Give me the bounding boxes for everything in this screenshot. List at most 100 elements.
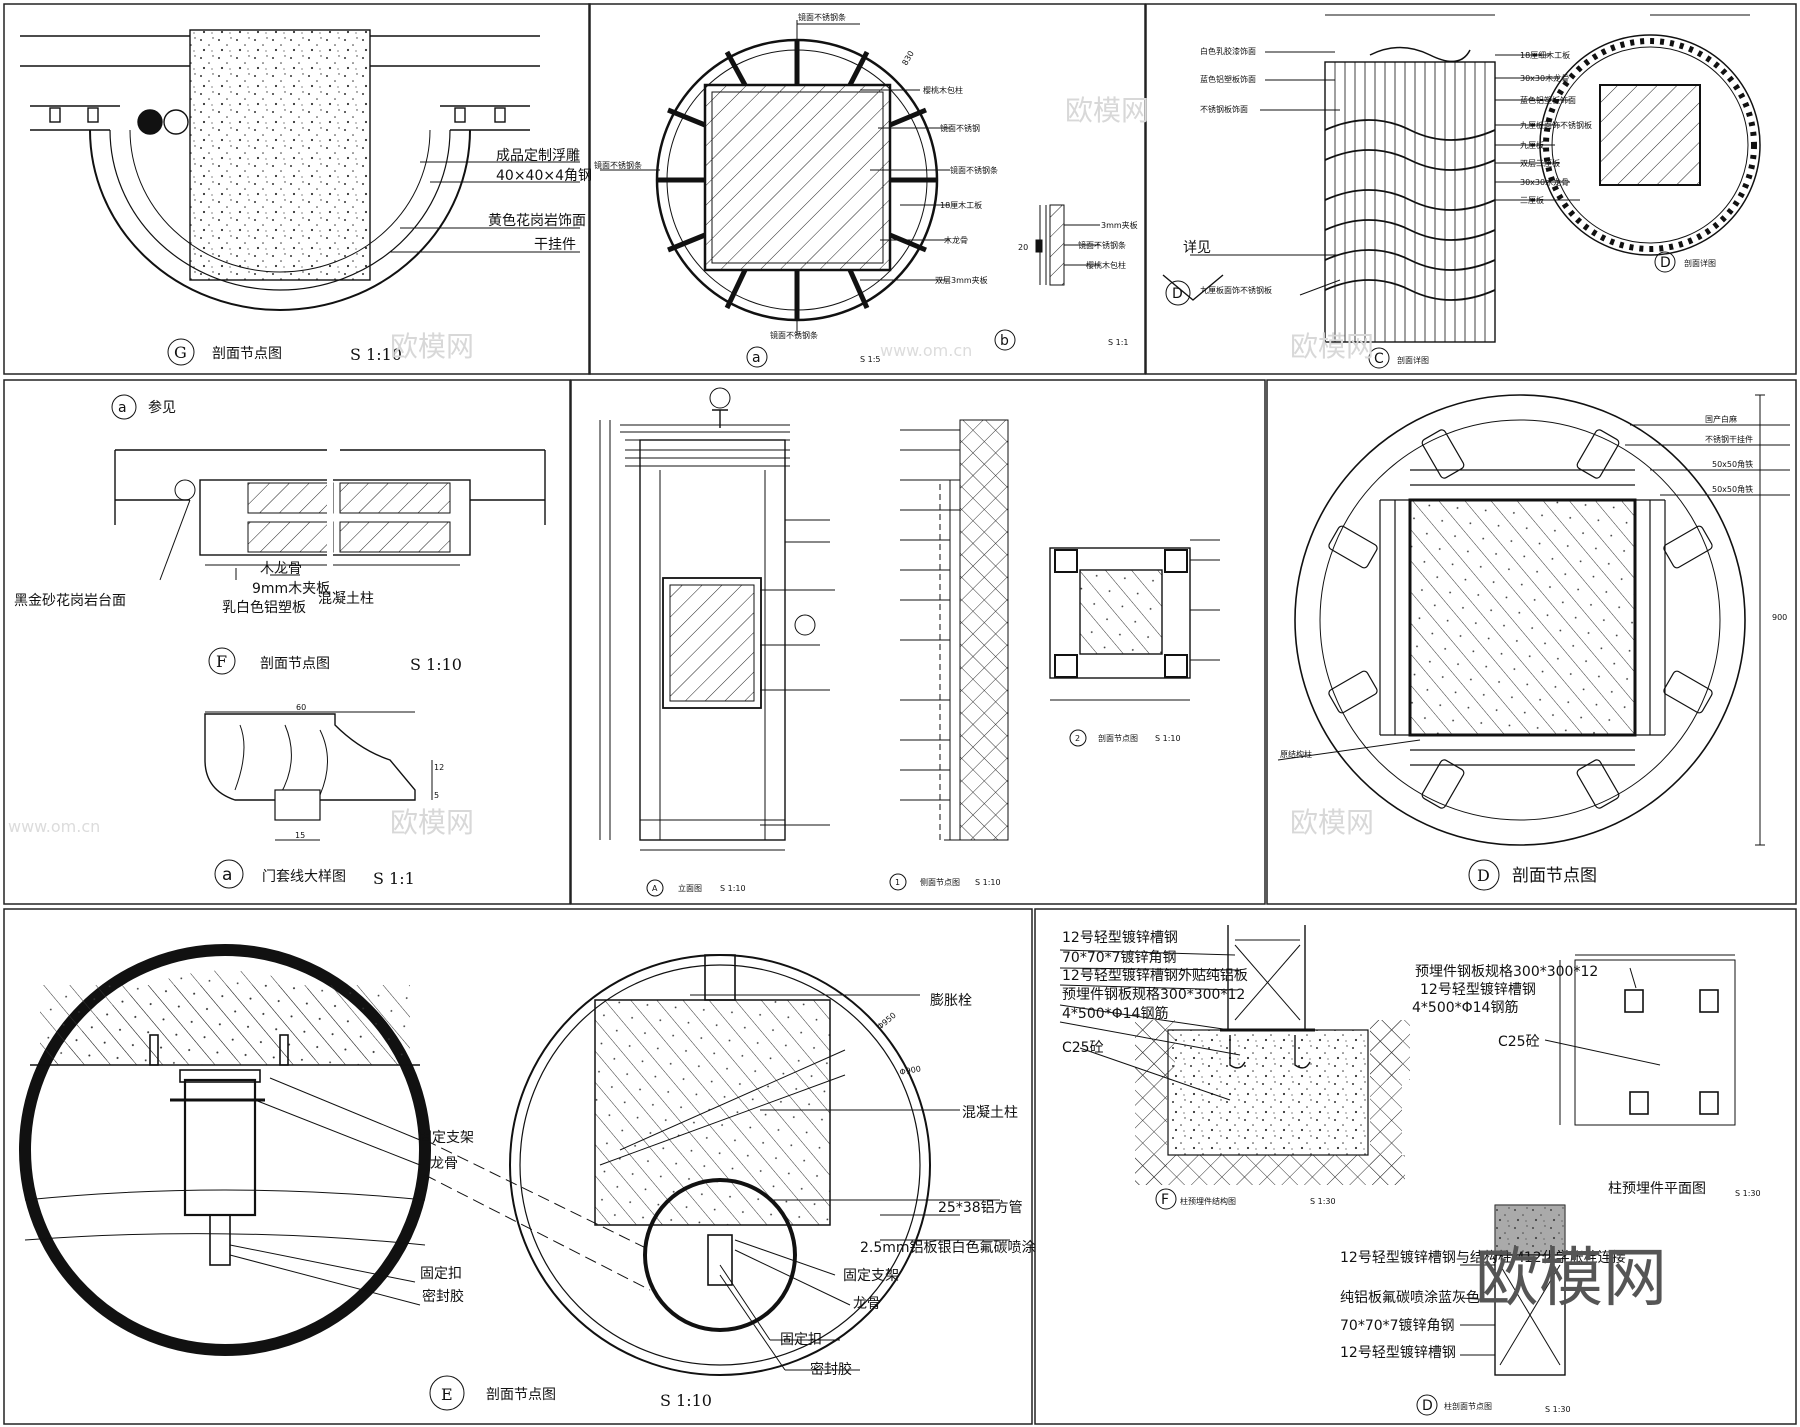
panel-g-drawing	[20, 29, 540, 311]
fa-dim-4: 15	[295, 831, 305, 840]
fb-plan-label-2: 12号轻型镀锌槽钢	[1420, 981, 1536, 998]
f-ref-circle	[111, 394, 137, 420]
c-left-label-3: 不锈钢板饰面	[1200, 104, 1248, 114]
d-small-mark: D	[1660, 255, 1671, 271]
a-center-scale1: S 1:10	[975, 878, 1001, 887]
d-mark: D	[1477, 866, 1490, 885]
c-detail-ref: 详见	[1183, 240, 1211, 256]
e-left-label-4: 密封胶	[422, 1288, 464, 1305]
f-ref-mark: a	[118, 400, 127, 416]
e-left-label-2: 龙骨	[430, 1156, 458, 1172]
fb-label-4: 预埋件钢板规格300*300*12	[1062, 987, 1245, 1003]
a-label-9: 镜面不锈钢条	[770, 330, 818, 340]
f-label-3: 乳白色铝塑板	[222, 599, 306, 616]
fb-mark-circle	[1155, 1188, 1177, 1210]
f-label-2: 9mm木夹板	[252, 581, 330, 597]
c-right-label-3: 蓝色铝塑板饰面	[1520, 95, 1576, 105]
fa-mark: a	[222, 865, 232, 885]
c-detail-marker	[1162, 274, 1224, 301]
a-label-5: 18厘木工板	[940, 200, 982, 210]
e-right-label-5: 固定支架	[843, 1268, 899, 1284]
fb-plan-title: 柱预埋件平面图	[1608, 1181, 1706, 1197]
e-mark: E	[441, 1385, 453, 1404]
e-title: 剖面节点图	[486, 1387, 556, 1403]
c-right-label-2: 30x30木龙骨	[1520, 73, 1569, 83]
e-right-label-7: 固定扣	[780, 1332, 822, 1348]
e-right-label-2: 混凝土柱	[962, 1105, 1018, 1121]
a-center-mark: A	[652, 884, 658, 893]
c-right-label-7: 30x30木龙骨	[1520, 177, 1569, 187]
g-mark: G	[174, 343, 187, 362]
e-left-label-1: 固定支架	[418, 1130, 474, 1146]
a-center-scale: S 1:10	[720, 884, 746, 893]
a-center-title1: 侧面节点图	[920, 877, 960, 887]
panel-a-drawing	[600, 20, 1100, 335]
d-mark-circle	[1468, 859, 1500, 891]
c-right-label-1: 18厘细木工板	[1520, 50, 1570, 60]
fb-d-mark-circle	[1416, 1394, 1438, 1416]
e-left-label-3: 固定扣	[420, 1266, 462, 1282]
b-label-3: 樱桃木包柱	[1086, 260, 1126, 270]
e-scale: S 1:10	[660, 1391, 712, 1410]
panel-e-drawing	[19, 944, 1010, 1376]
a-label-3: 镜面不锈钢	[940, 123, 980, 133]
d-small-mark-circle	[1654, 251, 1676, 273]
panel-a-center-drawing	[599, 387, 1220, 851]
watermark-url-1: www.om.cn	[880, 341, 972, 360]
fb-plan-label-3: 4*500*Φ14钢筋	[1412, 999, 1518, 1016]
fb-scale: S 1:30	[1310, 1197, 1336, 1206]
fb-d-title: 柱剖面节点图	[1444, 1401, 1492, 1411]
e-mark-circle	[429, 1375, 465, 1411]
e-right-label-3: 25*38铝方管	[938, 1200, 1023, 1216]
f-label-5: 黑金砂花岗岩台面	[14, 593, 126, 609]
panel-d-drawing	[1277, 394, 1790, 846]
g-label-3: 黄色花岗岩饰面	[488, 212, 586, 229]
d-label-1: 国产白麻	[1705, 414, 1737, 424]
f-label-1: 木龙骨	[260, 561, 302, 577]
fb-d-label-2: 纯铝板氟碳喷涂蓝灰色	[1340, 1289, 1480, 1306]
c-left-label-4: 九厘板面饰不锈钢板	[1200, 285, 1272, 295]
watermark-1: 欧模网	[390, 330, 474, 363]
watermark-3: 欧模网	[1290, 330, 1374, 363]
c-right-label-5: 九厘板	[1520, 140, 1544, 150]
a-label-1: 镜面不锈钢条	[798, 12, 846, 22]
fb-label-5: 4*500*Φ14钢筋	[1062, 1005, 1168, 1022]
g-label-4: 干挂件	[534, 237, 576, 253]
a-label-7: 双层3mm夹板	[935, 275, 988, 285]
fb-d-label-1: 12号轻型镀锌槽钢与结构柱M12化学胀栓连接	[1340, 1249, 1626, 1266]
a-mark-circle	[746, 346, 768, 368]
b-dim: 20	[1018, 243, 1028, 252]
a-center-mark2-circle	[1069, 729, 1087, 747]
fb-title: 柱预埋件结构图	[1180, 1196, 1236, 1206]
a-center-mark2: 2	[1075, 734, 1080, 743]
panel-fb-drawing	[1059, 925, 1736, 1376]
c-title: 剖面详图	[1397, 355, 1429, 365]
fb-d-scale: S 1:30	[1545, 1405, 1571, 1414]
f-label-4: 混凝土柱	[318, 591, 374, 607]
fa-dim-3: 5	[434, 791, 439, 800]
watermark-4: 欧模网	[390, 806, 474, 839]
fb-d-mark: D	[1422, 1398, 1433, 1414]
panel-c-drawing	[1190, 14, 1761, 343]
b-label-2: 镜面不锈钢条	[1078, 240, 1126, 250]
watermark-url-2: www.om.cn	[8, 817, 100, 836]
fb-label-3: 12号轻型镀锌槽钢外贴纯铝板	[1062, 967, 1248, 984]
fa-mark-circle	[214, 859, 244, 889]
fb-d-label-4: 12号轻型镀锌槽钢	[1340, 1344, 1456, 1361]
g-scale: S 1:10	[350, 345, 402, 364]
d-dim: 900	[1772, 613, 1787, 622]
c-detail-mark: D	[1172, 286, 1183, 302]
a-center-scale2: S 1:10	[1155, 734, 1181, 743]
e-right-label-6: 龙骨	[853, 1296, 881, 1312]
a-label-6: 木龙骨	[944, 235, 968, 245]
fa-title: 门套线大样图	[262, 869, 346, 885]
fa-dim-2: 12	[434, 763, 444, 772]
d-label-2: 不锈钢干挂件	[1705, 434, 1753, 444]
b-mark-circle	[994, 329, 1016, 351]
watermark-large: 欧模网	[1475, 1242, 1667, 1316]
a-center-mark1: 1	[895, 878, 900, 887]
c-detail-circle	[1165, 280, 1191, 306]
e-dim-1: Φ950	[876, 1011, 898, 1032]
c-right-label-4: 九厘板面饰不锈钢板	[1520, 120, 1592, 130]
